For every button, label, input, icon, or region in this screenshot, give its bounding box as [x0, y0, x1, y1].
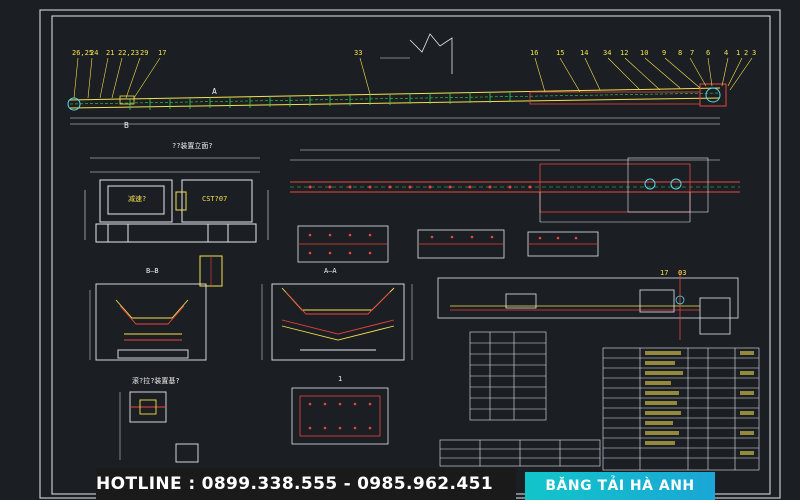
- idler-section-aa: [261, 283, 413, 361]
- revision-table: [439, 439, 601, 467]
- base-plate-detail: [291, 387, 389, 445]
- parts-list-fills: [645, 351, 754, 455]
- callout-left-3: 21: [106, 49, 115, 57]
- callout-left-2: 24: [90, 49, 99, 57]
- callout-right-15: 15: [556, 49, 565, 57]
- callout-17: 17: [660, 269, 669, 277]
- section-aa-label: A—A: [324, 267, 337, 275]
- parts-list-table: [602, 347, 760, 471]
- view-title-drive-elevation: ??装置立面?: [172, 142, 213, 150]
- callout-right-12: 12: [620, 49, 629, 57]
- hotline-label: HOTLINE :: [96, 474, 196, 494]
- idler-section-bb: [89, 283, 207, 361]
- callout-right-2: 2: [744, 49, 749, 57]
- hotline-banner: HOTLINE : 0899.338.555 - 0985.962.451: [96, 468, 516, 500]
- callout-right-4: 4: [724, 49, 729, 57]
- drive-unit-elevation: [84, 157, 269, 287]
- hotline-phone-1[interactable]: 0899.338.555: [201, 474, 338, 494]
- callout-left-6: 17: [158, 49, 167, 57]
- callout-left-5: 29: [140, 49, 149, 57]
- callout-right-14: 14: [580, 49, 589, 57]
- rail-plate-details: [297, 225, 599, 263]
- callout-right-9: 9: [662, 49, 667, 57]
- callout-right-10: 10: [640, 49, 649, 57]
- section-b-label: B: [124, 121, 129, 130]
- takeup-plan-view: [437, 270, 739, 340]
- view-title-takeup: 滚?拉?装置基?: [132, 377, 180, 385]
- section-bb-label: B—B: [146, 267, 159, 275]
- callout-33: 33: [354, 49, 363, 57]
- frame-plan-view: [290, 149, 740, 223]
- callout-left-4: 22,23: [118, 49, 140, 57]
- conveyor-elevation: [67, 33, 753, 125]
- callout-right-16: 16: [530, 49, 539, 57]
- spec-table: [469, 331, 547, 421]
- callout-right-6: 6: [706, 49, 711, 57]
- callout-left-1: 26,25: [72, 49, 94, 57]
- callout-right-8: 8: [678, 49, 683, 57]
- callout-03: 03: [678, 269, 687, 277]
- callout-right-34: 34: [603, 49, 612, 57]
- callout-right-1: 1: [736, 49, 741, 57]
- motor-label-left: 减速?: [128, 195, 147, 203]
- callout-right-3: 3: [752, 49, 757, 57]
- motor-label-right: CST?07: [202, 195, 228, 203]
- section-a-label: A: [212, 87, 217, 96]
- callout-right-7: 7: [690, 49, 695, 57]
- bracket-detail: [119, 391, 199, 463]
- hotline-separator: -: [343, 474, 352, 494]
- detail-1-label: 1: [338, 375, 343, 383]
- brand-badge: BĂNG TẢI HÀ ANH: [525, 472, 715, 500]
- hotline-phone-2[interactable]: 0985.962.451: [357, 474, 494, 494]
